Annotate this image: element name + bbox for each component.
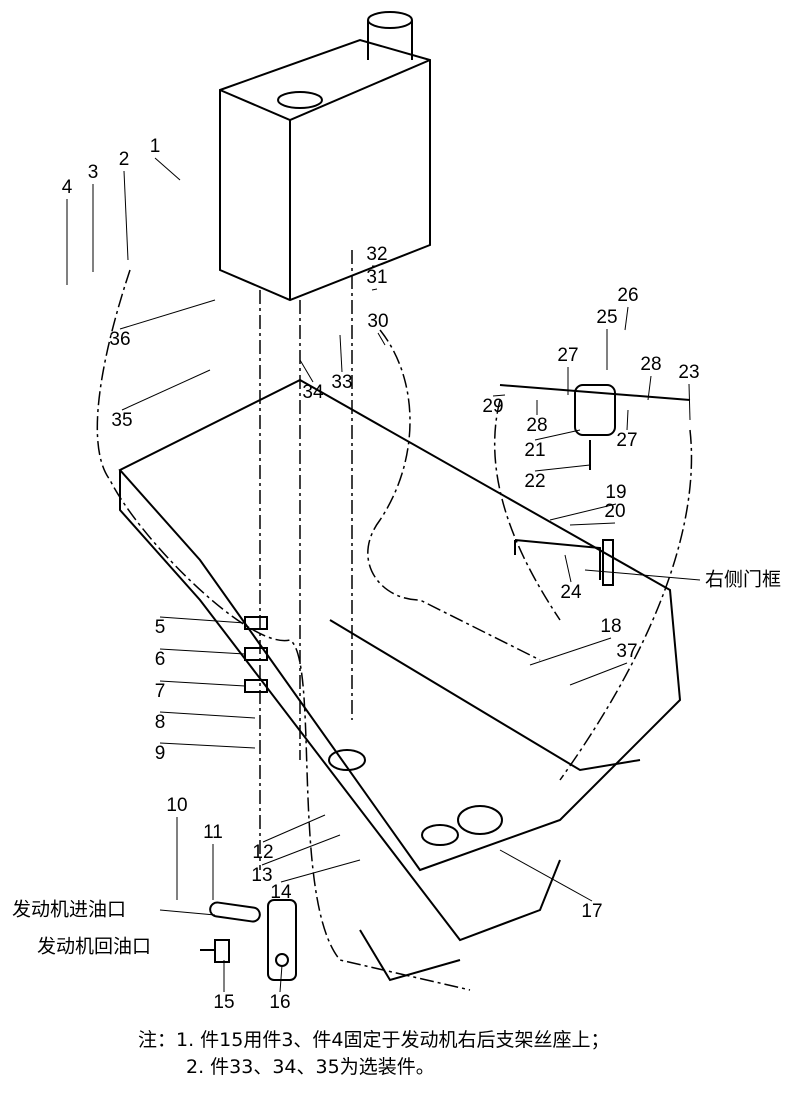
fuel-tank xyxy=(219,11,431,302)
leader-line xyxy=(159,742,256,749)
leader-line xyxy=(339,334,343,373)
right-door-frame-label: 右侧门框 xyxy=(705,569,781,591)
part-number-label: 20 xyxy=(604,501,625,522)
leader-line xyxy=(121,369,211,411)
part-number-label: 2 xyxy=(119,149,130,170)
leader-line xyxy=(280,859,361,883)
leader-line xyxy=(624,306,629,331)
part-number-label: 23 xyxy=(678,362,699,383)
engine-fuel-return-label: 发动机回油口 xyxy=(37,936,151,958)
note-line-1: 注：1. 件15用件3、件4固定于发动机右后支架丝座上； xyxy=(138,1029,610,1051)
leader-line xyxy=(371,288,378,291)
part-number-label: 27 xyxy=(557,345,578,366)
part-number-label: 26 xyxy=(617,285,638,306)
leader-line xyxy=(159,648,246,655)
part-number-label: 31 xyxy=(366,267,387,288)
leader-line xyxy=(154,157,181,181)
part-number-label: 32 xyxy=(366,244,387,265)
leader-line xyxy=(159,616,246,624)
leader-line xyxy=(299,359,314,383)
part-number-label: 19 xyxy=(605,482,626,503)
part-number-label: 15 xyxy=(213,992,234,1013)
leader-line xyxy=(123,170,129,261)
part-number-label: 35 xyxy=(111,410,132,431)
part-number-label: 28 xyxy=(526,415,547,436)
part-number-label: 10 xyxy=(166,795,187,816)
leader-line xyxy=(534,464,591,472)
part-number-label: 13 xyxy=(251,865,272,886)
engine-fuel-inlet-label: 发动机进油口 xyxy=(12,899,126,921)
leader-line xyxy=(279,964,283,993)
note-line-2: 2. 件33、34、35为选装件。 xyxy=(186,1056,435,1078)
frame-chassis xyxy=(118,378,682,982)
part-number-label: 4 xyxy=(62,177,73,198)
leader-line xyxy=(569,522,616,526)
inlet-leader xyxy=(159,909,216,916)
part-number-label: 34 xyxy=(302,382,324,403)
part-number-label: 33 xyxy=(331,372,352,393)
part-number-label: 12 xyxy=(252,842,273,863)
leader-line xyxy=(159,680,246,687)
part-number-label: 8 xyxy=(155,712,166,733)
part-number-label: 16 xyxy=(269,992,290,1013)
part-number-label: 7 xyxy=(155,681,166,702)
leader-line xyxy=(647,375,652,401)
part-number-label: 21 xyxy=(524,440,545,461)
part-number-label: 30 xyxy=(367,311,388,332)
leader-line xyxy=(159,711,256,719)
leader-line xyxy=(377,332,386,346)
leader-line xyxy=(549,503,617,521)
leader-line xyxy=(529,637,612,666)
part-number-label: 6 xyxy=(155,649,166,670)
part-number-label: 5 xyxy=(155,617,166,638)
leader-line xyxy=(564,554,572,583)
part-number-label: 25 xyxy=(596,307,617,328)
leader-line xyxy=(262,814,326,843)
leader-line xyxy=(688,383,691,421)
part-number-label: 22 xyxy=(524,471,545,492)
leader-line xyxy=(534,429,581,441)
part-number-label: 37 xyxy=(616,641,637,662)
leader-line xyxy=(119,299,216,330)
leader-line xyxy=(261,834,341,866)
leader-line xyxy=(569,662,628,686)
part-number-label: 27 xyxy=(616,430,637,451)
part-number-label: 14 xyxy=(270,882,292,903)
part-number-label: 29 xyxy=(482,396,503,417)
part-number-label: 9 xyxy=(155,743,166,764)
door-frame-leader xyxy=(584,569,701,581)
part-number-label: 36 xyxy=(109,329,130,350)
part-number-label: 11 xyxy=(203,822,223,843)
part-number-label: 1 xyxy=(150,136,161,157)
part-number-label: 3 xyxy=(88,162,99,183)
engine-connections xyxy=(200,616,297,981)
leader-line xyxy=(492,394,506,397)
leader-line xyxy=(626,409,629,431)
part-number-label: 24 xyxy=(560,582,582,603)
part-number-label: 18 xyxy=(600,616,621,637)
fuel-line-paths xyxy=(96,250,693,991)
part-number-label: 28 xyxy=(640,354,661,375)
leader-lines xyxy=(66,157,691,993)
leader-line xyxy=(499,849,593,902)
part-number-label: 17 xyxy=(581,901,602,922)
